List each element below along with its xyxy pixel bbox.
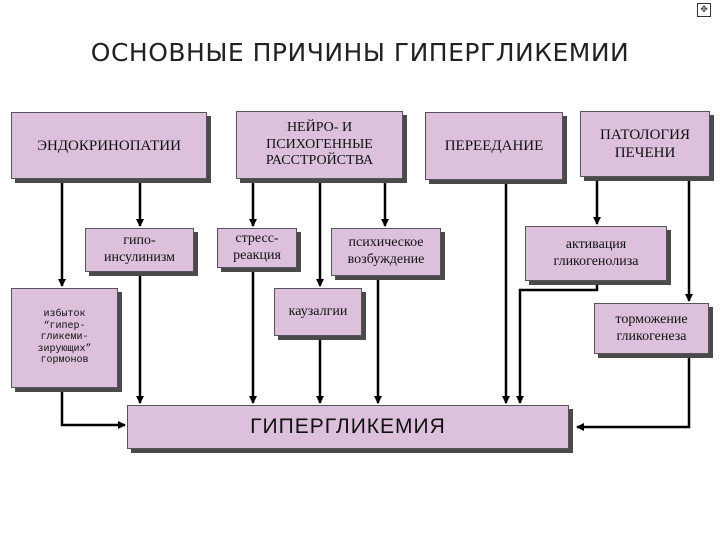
cause-neuro-psychogenic: НЕЙРО- И ПСИХОГЕННЫЕ РАССТРОЙСТВА — [236, 111, 403, 179]
arrow-glycogenolysis-to-result — [516, 281, 599, 404]
mechanism-hypoinsulinism: гипо- инсулинизм — [85, 228, 194, 272]
arrow-excess-hormones-to-result — [60, 389, 126, 429]
result-hyperglycemia: ГИПЕРГЛИКЕМИЯ — [127, 405, 569, 449]
mechanism-mental-excitation: психическое возбуждение — [331, 228, 441, 276]
cause-liver-pathology: ПАТОЛОГИЯ ПЕЧЕНИ — [580, 111, 710, 177]
mechanism-glycogenolysis-activation: активация гликогенолиза — [525, 226, 667, 281]
mechanism-causalgia: каузалгии — [274, 288, 362, 336]
mechanism-glycogenesis-inhibition: торможение гликогенеза — [594, 303, 709, 354]
mechanism-excess-hormones: избыток “гипер- гликеми- зирующих” гормо… — [11, 288, 118, 388]
cause-overeating: ПЕРЕЕДАНИЕ — [425, 112, 563, 180]
arrow-glycogenesis-to-result — [576, 354, 691, 431]
diagram-title: ОСНОВНЫЕ ПРИЧИНЫ ГИПЕРГЛИКЕМИИ — [90, 38, 630, 67]
cause-endocrinopathies: ЭНДОКРИНОПАТИИ — [11, 112, 207, 179]
navigation-icon[interactable]: ✥ — [697, 3, 711, 17]
mechanism-stress-reaction: стресс- реакция — [217, 228, 297, 268]
